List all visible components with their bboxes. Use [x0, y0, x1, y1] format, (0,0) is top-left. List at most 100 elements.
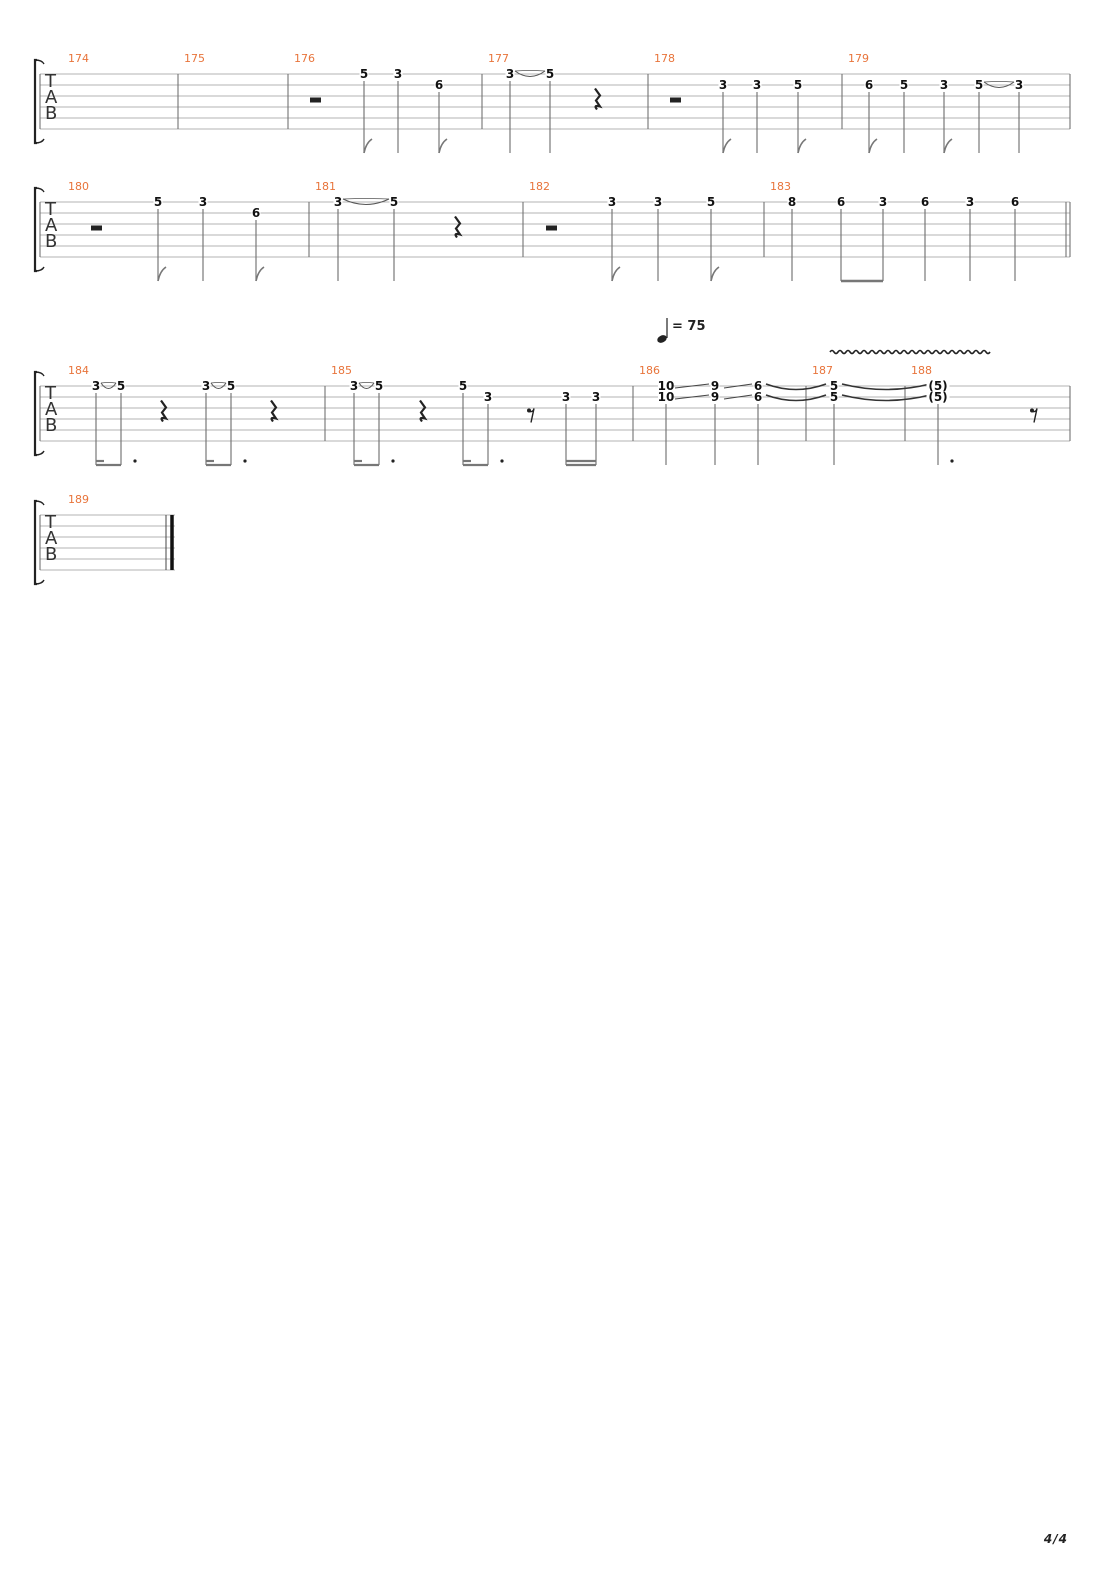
fret-mask	[793, 79, 803, 91]
tab-note: 5	[706, 195, 720, 282]
vibrato-line	[829, 349, 991, 355]
half-rest	[546, 225, 557, 231]
tab-note: 5	[153, 195, 167, 282]
tie	[841, 383, 931, 391]
fret-mask	[153, 196, 163, 208]
eighth-rest	[528, 408, 535, 423]
fret-number: 10	[658, 390, 675, 404]
system-bracket	[33, 58, 37, 145]
tab-note: 3	[91, 379, 121, 467]
fret-mask	[753, 391, 763, 403]
tab-clef-letter: B	[45, 103, 57, 124]
slide-line	[674, 394, 710, 400]
fret-mask	[505, 68, 515, 80]
tempo-text: = 75	[672, 319, 706, 334]
quarter-rest	[454, 215, 463, 239]
fret-mask	[1014, 79, 1024, 91]
fret-mask	[1010, 196, 1020, 208]
fret-mask	[878, 196, 888, 208]
fret-number: 8	[788, 195, 796, 209]
tab-note: 3	[591, 390, 601, 465]
rest	[160, 399, 169, 423]
fret-number: 3	[202, 379, 210, 393]
slide-line	[674, 383, 710, 389]
fret-mask	[349, 380, 359, 392]
eighth-flag	[611, 266, 621, 282]
dot	[133, 459, 137, 463]
fret-number: 3	[608, 195, 616, 209]
fret-mask	[926, 380, 950, 392]
eighth-flag	[797, 138, 807, 154]
slur	[514, 70, 546, 77]
fret-number: 9	[711, 379, 719, 393]
slur	[358, 382, 375, 389]
fret-number: 5	[830, 379, 838, 393]
fret-number: 5	[390, 195, 398, 209]
fret-number: 5	[546, 67, 554, 81]
fret-mask	[829, 391, 839, 403]
dot	[950, 459, 954, 463]
bracket-hook	[34, 187, 45, 193]
page-number: 4/4	[1043, 1532, 1068, 1546]
tab-note: 6	[836, 195, 883, 283]
slur	[983, 81, 1015, 88]
measure-number: 174	[68, 52, 89, 65]
tab-note: 5	[389, 195, 399, 281]
rest	[670, 97, 681, 103]
slur	[342, 198, 390, 205]
tab-note: 5	[374, 379, 395, 465]
fret-number: 3	[592, 390, 600, 404]
measure: 189	[68, 493, 174, 570]
slide-line	[723, 383, 753, 389]
tab-clef-letter: T	[44, 383, 57, 404]
bracket-hook	[34, 371, 45, 377]
chord: 55	[829, 349, 991, 465]
fret-mask	[710, 380, 720, 392]
half-rest	[91, 225, 102, 231]
fret-number: 5	[794, 78, 802, 92]
fret-number: 5	[117, 379, 125, 393]
measure-number: 179	[848, 52, 869, 65]
fret-mask	[710, 391, 720, 403]
tie	[765, 394, 827, 402]
fret-number: 3	[654, 195, 662, 209]
dot	[243, 459, 247, 463]
tab-note: 6	[864, 78, 878, 154]
fret-mask	[653, 196, 663, 208]
tab-clef-letter: T	[44, 71, 57, 92]
tab-clef-letter: B	[45, 231, 57, 252]
tab-note: 3	[333, 195, 390, 281]
fret-number: 3	[879, 195, 887, 209]
measure-number: 189	[68, 493, 89, 506]
fret-mask	[752, 79, 762, 91]
fret-mask	[920, 196, 930, 208]
fret-number: 3	[753, 78, 761, 92]
chord: (5)(5)	[926, 379, 954, 465]
system-bracket	[33, 499, 37, 586]
fret-mask	[965, 196, 975, 208]
slur-top	[342, 198, 390, 200]
fret-mask	[974, 79, 984, 91]
tab-note: 5	[974, 78, 1015, 153]
tab-note: 3	[718, 78, 732, 154]
measure: 188(5)(5)	[911, 364, 1071, 465]
fret-number: 5	[375, 379, 383, 393]
fret-mask	[434, 79, 444, 91]
measure-number: 185	[331, 364, 352, 377]
measure: 174	[68, 52, 179, 129]
fret-number: 5	[154, 195, 162, 209]
measure-number: 178	[654, 52, 675, 65]
fret-mask	[926, 391, 950, 403]
fret-number: 5	[459, 379, 467, 393]
fret-mask	[787, 196, 797, 208]
rest	[546, 225, 557, 231]
fret-mask	[393, 68, 403, 80]
fret-number: 6	[921, 195, 929, 209]
tab-note: 3	[561, 390, 596, 467]
eighth-flag	[157, 266, 167, 282]
tab-note: 5	[116, 379, 137, 465]
